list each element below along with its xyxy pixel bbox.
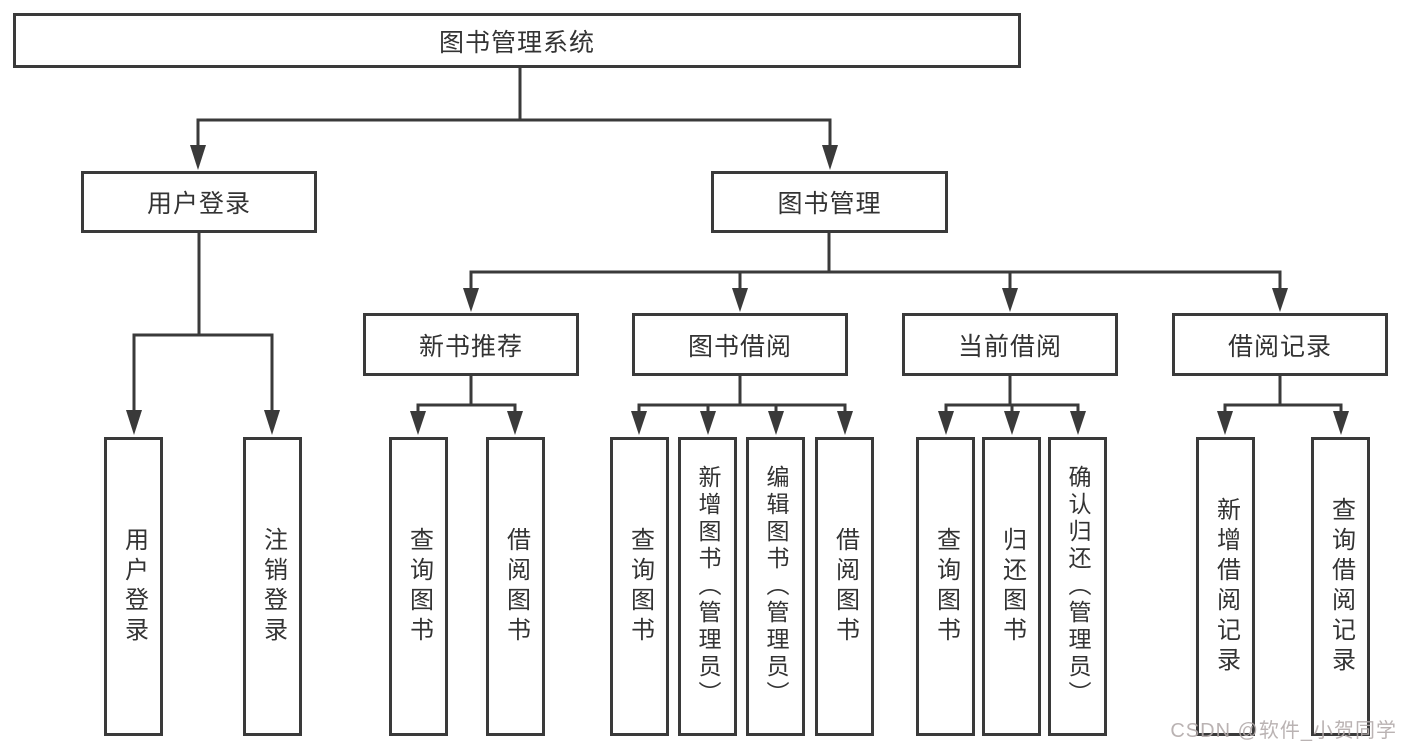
leaf-confirm-return-admin-label: 确认归还（管理员） bbox=[1065, 465, 1091, 708]
leaf-query-borrow-record: 查询借阅记录 bbox=[1311, 437, 1370, 736]
node-current-borrow-label: 当前借阅 bbox=[957, 332, 1062, 361]
leaf-query-books-recommend: 查询图书 bbox=[389, 437, 448, 736]
node-user-login: 用户登录 bbox=[81, 171, 317, 233]
leaf-query-books-borrow: 查询图书 bbox=[610, 437, 669, 736]
leaf-query-books-recommend-label: 查询图书 bbox=[405, 526, 433, 647]
node-user-login-label: 用户登录 bbox=[146, 190, 251, 218]
leaf-logout-label: 注销登录 bbox=[259, 526, 287, 647]
node-book-borrow-label: 图书借阅 bbox=[687, 332, 792, 361]
leaf-borrow-books: 借阅图书 bbox=[815, 437, 874, 736]
node-new-book-recommend-label: 新书推荐 bbox=[418, 332, 523, 361]
leaf-add-borrow-record-label: 新增借阅记录 bbox=[1212, 496, 1240, 677]
node-library-system: 图书管理系统 bbox=[13, 13, 1021, 68]
node-new-book-recommend: 新书推荐 bbox=[363, 313, 579, 376]
leaf-edit-book-admin-label: 编辑图书（管理员） bbox=[763, 465, 789, 708]
node-book-borrow: 图书借阅 bbox=[632, 313, 848, 376]
leaf-return-book: 归还图书 bbox=[982, 437, 1041, 736]
leaf-add-book-admin-label: 新增图书（管理员） bbox=[695, 465, 721, 708]
leaf-user-login: 用户登录 bbox=[104, 437, 163, 736]
leaf-add-borrow-record: 新增借阅记录 bbox=[1196, 437, 1255, 736]
node-book-management-label: 图书管理 bbox=[777, 190, 882, 218]
watermark: CSDN @软件_小贺同学 bbox=[1170, 720, 1397, 742]
node-borrow-records-label: 借阅记录 bbox=[1227, 332, 1332, 361]
leaf-query-borrow-record-label: 查询借阅记录 bbox=[1327, 496, 1355, 677]
leaf-user-login-label: 用户登录 bbox=[120, 526, 148, 647]
leaf-logout: 注销登录 bbox=[243, 437, 302, 736]
leaf-add-book-admin: 新增图书（管理员） bbox=[678, 437, 737, 736]
node-book-management: 图书管理 bbox=[711, 171, 948, 233]
leaf-borrow-books-label: 借阅图书 bbox=[831, 526, 859, 647]
node-current-borrow: 当前借阅 bbox=[902, 313, 1118, 376]
leaf-query-books-borrow-label: 查询图书 bbox=[626, 526, 654, 647]
node-borrow-records: 借阅记录 bbox=[1172, 313, 1388, 376]
leaf-query-books-current-label: 查询图书 bbox=[932, 526, 960, 647]
leaf-confirm-return-admin: 确认归还（管理员） bbox=[1048, 437, 1107, 736]
node-library-system-label: 图书管理系统 bbox=[438, 28, 595, 57]
leaf-borrow-books-recommend-label: 借阅图书 bbox=[502, 526, 530, 647]
leaf-query-books-current: 查询图书 bbox=[916, 437, 975, 736]
leaf-borrow-books-recommend: 借阅图书 bbox=[486, 437, 545, 736]
leaf-return-book-label: 归还图书 bbox=[998, 526, 1026, 647]
leaf-edit-book-admin: 编辑图书（管理员） bbox=[746, 437, 805, 736]
